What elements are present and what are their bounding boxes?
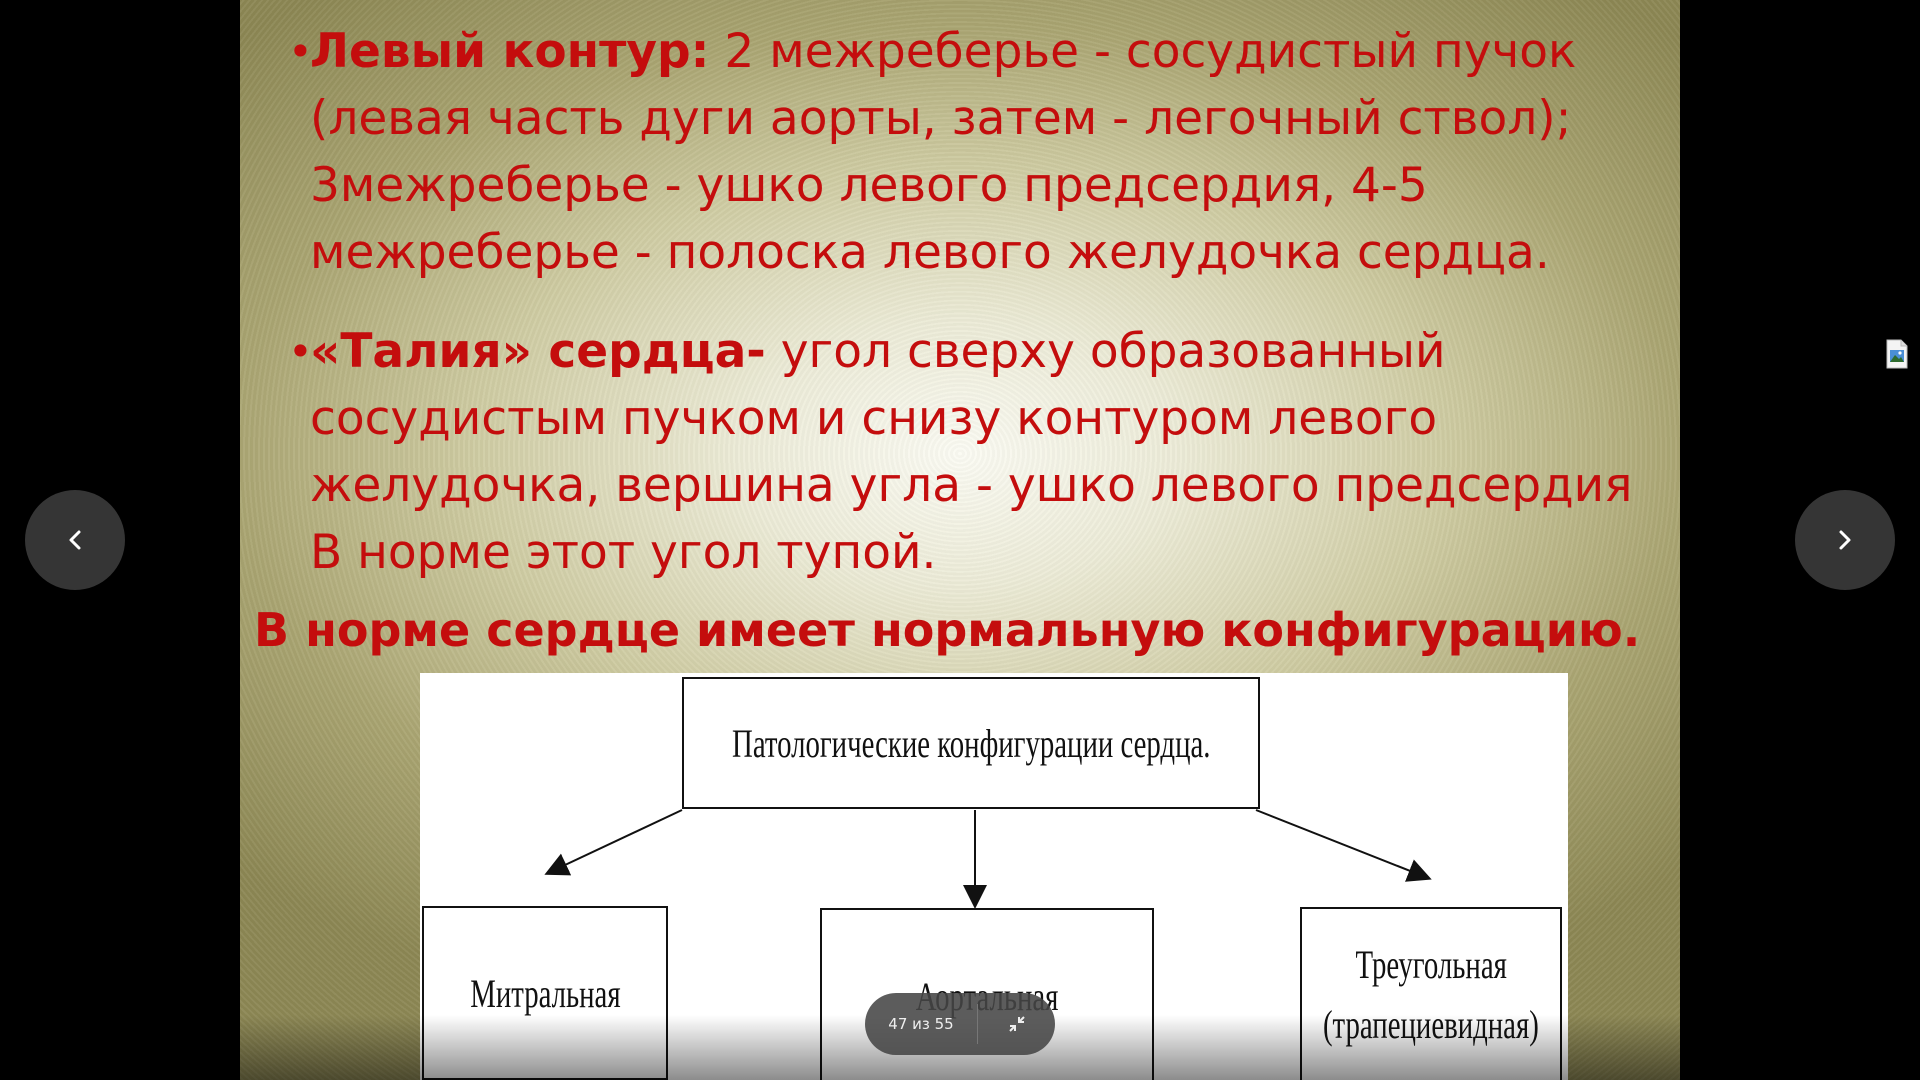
bullet-text: угол сверху образованный сосудистым пучк… [310, 324, 1633, 580]
diagram-mitral-label: Митральная [469, 970, 621, 1016]
diagram-root-label: Патологические конфигурации сердца. [731, 720, 1211, 766]
diagram-triangular-label: Треугольная [1355, 942, 1507, 987]
arrow-to-triangular [1255, 809, 1432, 882]
bullet-dot-icon: • [288, 27, 313, 76]
diagram-connectors [544, 809, 1432, 909]
previous-slide-button[interactable] [25, 490, 125, 590]
bullet-term: «Талия» сердца- [310, 324, 766, 379]
next-slide-button[interactable] [1795, 490, 1895, 590]
diagram-mitral-box: Митральная [422, 906, 668, 1080]
bullet-left-contour: • Левый контур: 2 межреберье - сосудисты… [288, 18, 1640, 286]
exit-fullscreen-button[interactable] [978, 993, 1055, 1055]
slide: • Левый контур: 2 межреберье - сосудисты… [240, 0, 1680, 1080]
chevron-left-icon [69, 530, 81, 550]
image-icon[interactable] [1885, 338, 1909, 370]
chevron-right-icon [1839, 530, 1851, 550]
bullet-dot-icon: • [288, 327, 313, 376]
bullet-heart-waist: • «Талия» сердца- угол сверху образованн… [288, 318, 1640, 586]
diagram-trapezoid-label: (трапециевидная) [1323, 995, 1539, 1055]
collapse-icon [1008, 1016, 1025, 1032]
bullet-term: Левый контур: [310, 24, 710, 79]
bullet-text: 2 межреберье - сосудистый пучок (левая ч… [310, 24, 1577, 280]
page-pager: 47 из 55 [865, 993, 1055, 1055]
diagram-triangular-box: Треугольная (трапециевидная) [1300, 907, 1562, 1080]
arrow-to-mitral [544, 809, 683, 876]
page-counter: 47 из 55 [888, 1015, 954, 1033]
diagram-root-box: Патологические конфигурации сердца. [682, 677, 1260, 809]
normal-configuration-text: В норме сердце имеет нормальную конфигур… [254, 603, 1641, 657]
pager-divider [977, 1004, 978, 1044]
